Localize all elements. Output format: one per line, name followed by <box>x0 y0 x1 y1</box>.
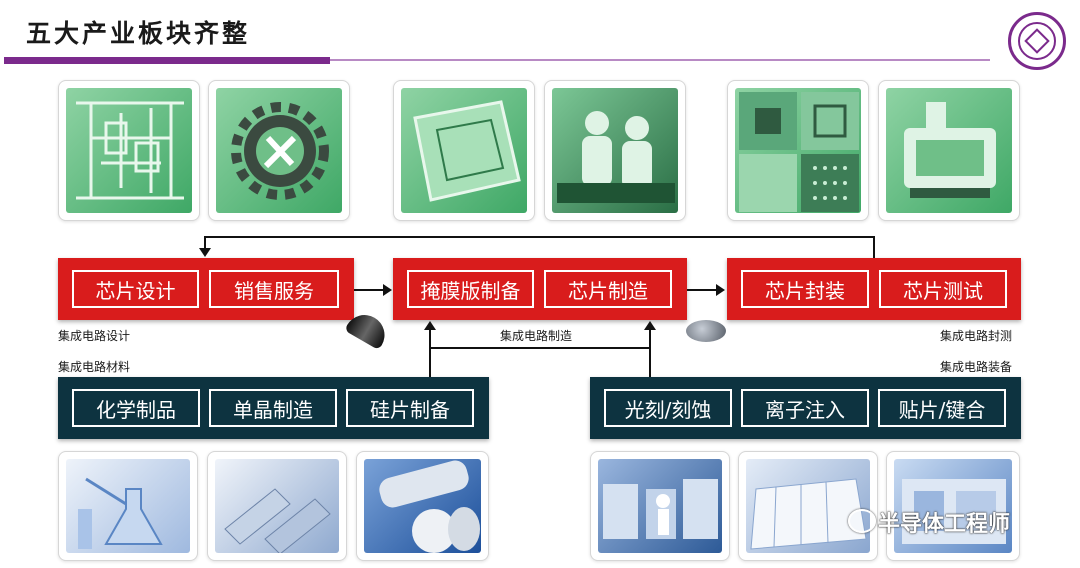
wafer-icon <box>686 320 726 342</box>
photo-ingots <box>207 451 347 561</box>
box-chemicals: 化学制品 <box>72 389 200 427</box>
arrow-up-icon <box>424 321 436 330</box>
feedback-line-right <box>873 236 875 258</box>
arrow-up-icon <box>644 321 656 330</box>
ingot-cylinders-icon <box>224 488 331 553</box>
connector-left <box>429 330 431 377</box>
box-ion-implant: 离子注入 <box>741 389 869 427</box>
chemicals-image <box>66 459 190 553</box>
cleanroom-image <box>552 88 678 213</box>
arrow-line-2 <box>687 289 717 291</box>
label-ic-materials: 集成电路材料 <box>58 360 131 374</box>
ingots-image <box>215 459 339 553</box>
photo-chip-layout <box>58 80 200 221</box>
photo-bonder <box>886 451 1020 561</box>
test-machine-icon <box>904 102 996 198</box>
arrow-down-icon <box>199 248 211 257</box>
label-ic-equipment: 集成电路装备 <box>940 360 1013 374</box>
watermark-text: 半导体工程师 <box>878 512 1011 537</box>
box-litho-etch: 光刻/刻蚀 <box>604 389 732 427</box>
label-ic-design: 集成电路设计 <box>58 329 131 343</box>
gear-icon <box>231 102 329 200</box>
arrow-right-icon <box>716 284 725 296</box>
cabinet-row-icon <box>750 478 867 550</box>
box-wafer-prep: 硅片制备 <box>346 389 474 427</box>
bonder-machine-icon <box>902 479 1006 544</box>
box-chip-design: 芯片设计 <box>72 270 199 308</box>
connector-right <box>649 330 651 377</box>
box-crystal-growth: 单晶制造 <box>209 389 337 427</box>
wechat-icon <box>848 509 876 533</box>
page-title: 五大产业板块齐整 <box>26 19 251 48</box>
connector-horizontal <box>429 347 651 349</box>
feedback-line-left <box>204 236 206 250</box>
logo-ring <box>1018 22 1056 60</box>
photo-cleanroom <box>544 80 686 221</box>
photomask-image <box>401 88 527 213</box>
box-sales-service: 销售服务 <box>209 270 339 308</box>
package-image <box>735 88 861 213</box>
chip-package-icon <box>739 92 859 212</box>
box-chip-test: 芯片测试 <box>879 270 1007 308</box>
workers-icon <box>557 111 675 203</box>
arrow-right-icon <box>383 284 392 296</box>
materials-bar: 化学制品 单晶制造 硅片制备 <box>58 377 489 439</box>
photo-photomask <box>393 80 535 221</box>
label-ic-packaging-test: 集成电路封测 <box>940 329 1013 343</box>
package-test-bar: 芯片封装 芯片测试 <box>727 258 1021 320</box>
implanter-image <box>746 459 870 553</box>
circuit-layout-icon <box>76 101 184 200</box>
arrow-line-1 <box>354 289 384 291</box>
box-mask-prep: 掩膜版制备 <box>407 270 534 308</box>
photo-implanter <box>738 451 878 561</box>
photo-tester <box>878 80 1020 221</box>
design-sales-bar: 芯片设计 销售服务 <box>58 258 354 320</box>
mask-fab-bar: 掩膜版制备 芯片制造 <box>393 258 687 320</box>
gear-tools-image <box>216 88 342 213</box>
label-ic-manufacturing: 集成电路制造 <box>500 329 573 343</box>
university-logo <box>1008 12 1066 70</box>
photo-wafers <box>356 451 489 561</box>
photo-chemicals <box>58 451 198 561</box>
tester-image <box>886 88 1012 213</box>
title-underline <box>4 57 330 64</box>
box-chip-fab: 芯片制造 <box>544 270 672 308</box>
title-rule <box>330 59 990 61</box>
feedback-line <box>205 236 875 238</box>
chip-layout-image <box>66 88 192 213</box>
equipment-bar: 光刻/刻蚀 离子注入 贴片/键合 <box>590 377 1021 439</box>
logo-emblem-icon <box>1024 28 1050 54</box>
factory-floor-icon <box>603 479 718 539</box>
photo-package <box>727 80 869 221</box>
box-chip-package: 芯片封装 <box>741 270 869 308</box>
bonder-image <box>894 459 1012 553</box>
wafers-image <box>364 459 481 553</box>
mask-plate-icon <box>413 100 521 202</box>
box-bonding: 贴片/键合 <box>878 389 1006 427</box>
photo-gear-tools <box>208 80 350 221</box>
fab-equipment-image <box>598 459 722 553</box>
wafer-discs-icon <box>379 460 480 553</box>
flask-icon <box>78 477 163 549</box>
photo-fab-equipment <box>590 451 730 561</box>
